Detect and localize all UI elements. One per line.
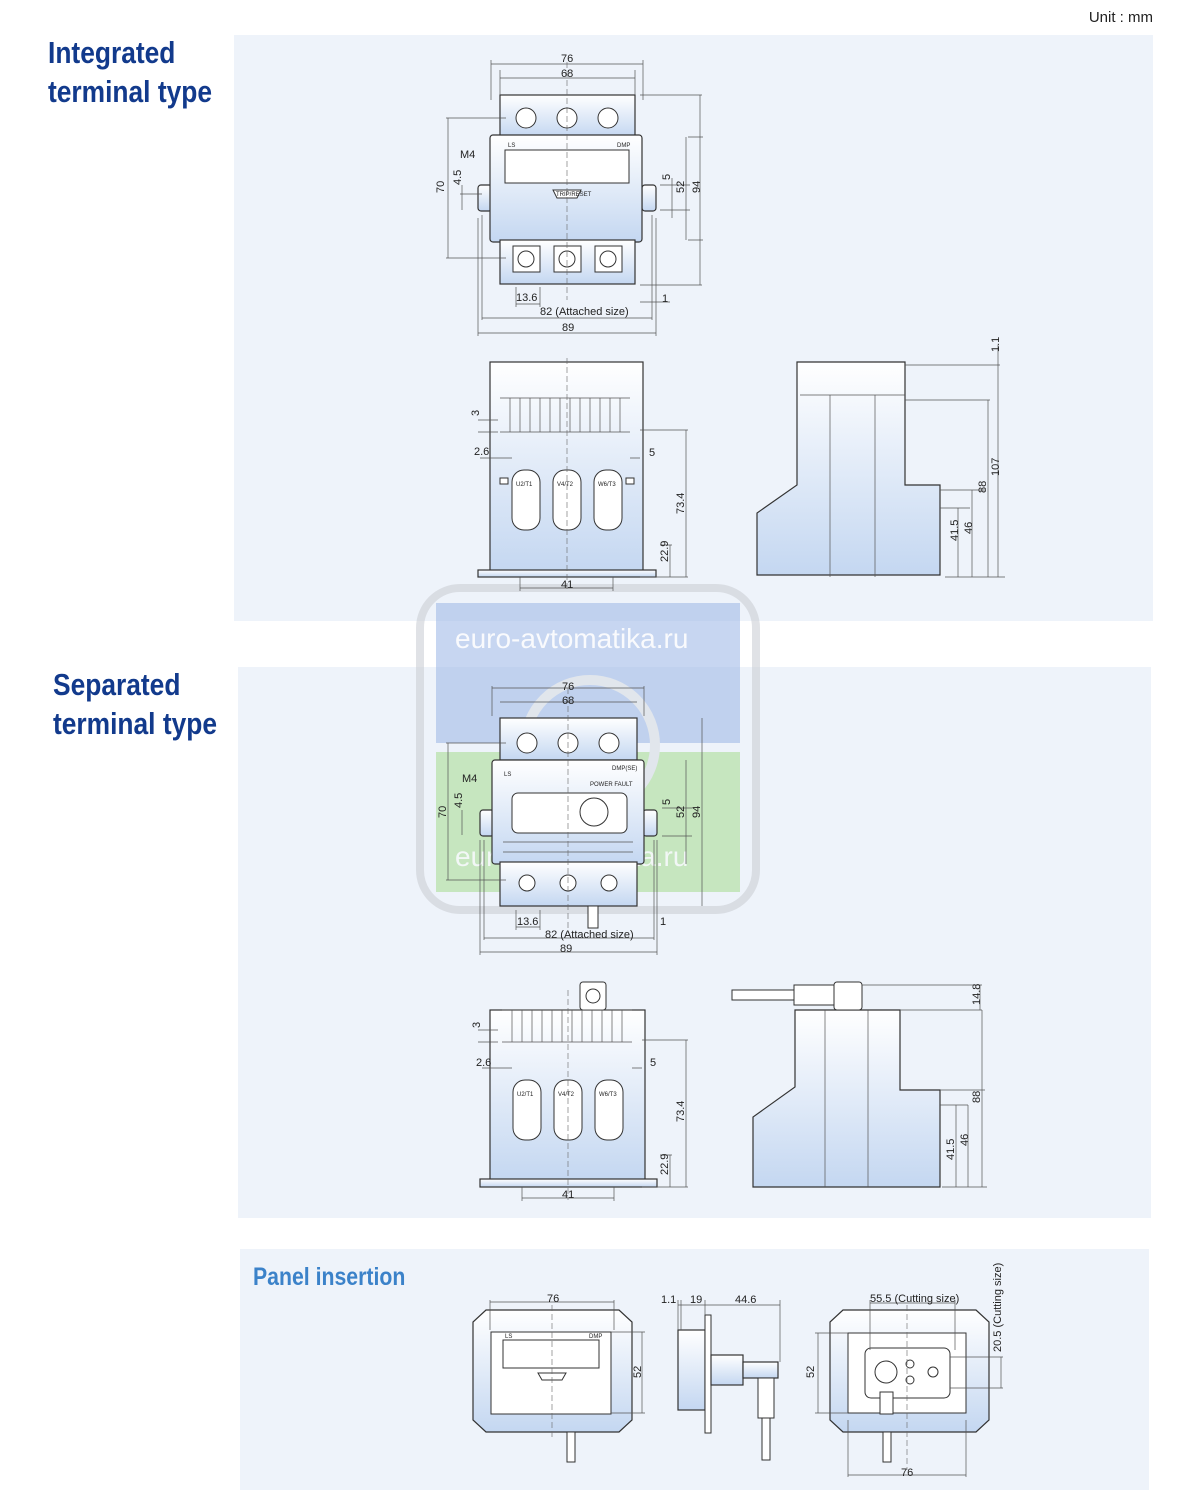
dim-5: 5 [650, 1057, 656, 1069]
dim-13-6: 13.6 [517, 916, 538, 928]
dim-1: 1 [662, 293, 668, 305]
dim-1-1: 1.1 [990, 337, 1002, 352]
terminal-label: U2/T1 [517, 1092, 534, 1098]
dim-73-4: 73.4 [675, 493, 687, 514]
dim-55-5-cutting: 55.5 (Cutting size) [870, 1293, 959, 1305]
dim-52: 52 [805, 1366, 817, 1378]
unit-label: Unit : mm [1088, 9, 1153, 26]
dim-22-9: 22.9 [659, 541, 671, 562]
dim-76: 76 [561, 53, 573, 65]
dim-2-6: 2.6 [476, 1057, 491, 1069]
model-label: DMP [589, 1334, 602, 1340]
dim-41-5: 41.5 [949, 520, 961, 541]
dim-82: 82 (Attached size) [540, 306, 629, 318]
panel-side-view: 1.1 19 44.6 [661, 1294, 781, 1461]
dim-3: 3 [471, 1022, 483, 1028]
dim-70: 70 [435, 181, 447, 193]
separated-side-view: 14.8 88 41.5 46 [731, 981, 987, 1188]
brand-logo: LS [504, 772, 511, 778]
dim-89: 89 [562, 322, 574, 334]
dim-1-1: 1.1 [661, 1294, 676, 1306]
terminal-label: U2/T1 [516, 482, 533, 488]
dim-41: 41 [562, 1189, 574, 1201]
dim-52: 52 [675, 806, 687, 818]
dim-68: 68 [562, 695, 574, 707]
dim-m4: M4 [462, 773, 477, 785]
dim-1: 1 [660, 916, 666, 928]
led-labels: POWER FAULT [590, 782, 633, 788]
dim-2-6: 2.6 [474, 446, 489, 458]
dim-20-5-cutting: 20.5 (Cutting size) [992, 1263, 1004, 1352]
dim-52: 52 [675, 181, 687, 193]
dim-70: 70 [437, 806, 449, 818]
separated-front-view: 76 68 M4 4.5 70 5 52 94 13.6 82 (Attache… [437, 681, 703, 955]
terminal-label: W6/T3 [598, 482, 616, 488]
terminal-label: W6/T3 [599, 1092, 617, 1098]
dim-5: 5 [661, 174, 673, 180]
dim-88: 88 [971, 1091, 983, 1103]
dim-13-6: 13.6 [516, 292, 537, 304]
separated-back-view: 3 2.6 5 73.4 22.9 41 U2/T1 V4/T2 W6/T3 [471, 981, 688, 1201]
dim-44-6: 44.6 [735, 1294, 756, 1306]
dim-107: 107 [990, 458, 1002, 476]
dim-68: 68 [561, 68, 573, 80]
dim-76: 76 [901, 1467, 913, 1479]
integrated-back-view: 3 2.6 5 73.4 22.9 41 U2/T1 V4/T2 W6/T3 [470, 358, 688, 591]
trip-reset-button: TRIP/RESET [556, 192, 592, 198]
watermark-text: euro-avtomatika.ru [455, 623, 688, 654]
dim-52: 52 [632, 1366, 644, 1378]
dim-82: 82 (Attached size) [545, 929, 634, 941]
dim-m4: M4 [460, 149, 475, 161]
dim-3: 3 [470, 410, 482, 416]
dim-4-5: 4.5 [453, 793, 465, 808]
model-label: DMP [617, 143, 630, 149]
separated-title: Separated terminal type [53, 665, 217, 743]
dim-5: 5 [661, 799, 673, 805]
dim-41-5: 41.5 [945, 1139, 957, 1160]
model-label: DMP(SE) [612, 766, 637, 772]
panel-insertion-title: Panel insertion [253, 1263, 406, 1291]
title-line: terminal type [48, 74, 213, 109]
panel-front-view: 76 52 LS DMP [472, 1293, 645, 1463]
title-line: Separated [53, 667, 181, 702]
dim-41: 41 [561, 579, 573, 591]
dim-94: 94 [691, 806, 703, 818]
dim-89: 89 [560, 943, 572, 955]
dim-88: 88 [977, 481, 989, 493]
panel-back-view: 55.5 (Cutting size) 20.5 (Cutting size) … [805, 1263, 1004, 1479]
terminal-label: V4/T2 [557, 482, 574, 488]
dim-46: 46 [963, 522, 975, 534]
integrated-front-view: 76 68 M4 4.5 70 5 52 94 13.6 82 (Attache… [435, 53, 703, 336]
brand-logo: LS [508, 143, 515, 149]
integrated-side-view: 1.1 107 88 41.5 46 [756, 337, 1005, 578]
dim-22-9: 22.9 [659, 1154, 671, 1175]
dim-73-4: 73.4 [675, 1101, 687, 1122]
dim-76: 76 [562, 681, 574, 693]
terminal-label: V4/T2 [558, 1092, 575, 1098]
dim-14-8: 14.8 [971, 984, 983, 1005]
dim-5: 5 [649, 447, 655, 459]
dim-76: 76 [547, 1293, 559, 1305]
title-line: Integrated [48, 35, 176, 70]
dim-19: 19 [690, 1294, 702, 1306]
integrated-panel [234, 35, 1153, 621]
title-line: terminal type [53, 706, 218, 741]
dim-4-5: 4.5 [452, 170, 464, 185]
dim-94: 94 [691, 181, 703, 193]
dim-46: 46 [959, 1134, 971, 1146]
integrated-title: Integrated terminal type [48, 33, 212, 111]
brand-logo: LS [505, 1334, 512, 1340]
